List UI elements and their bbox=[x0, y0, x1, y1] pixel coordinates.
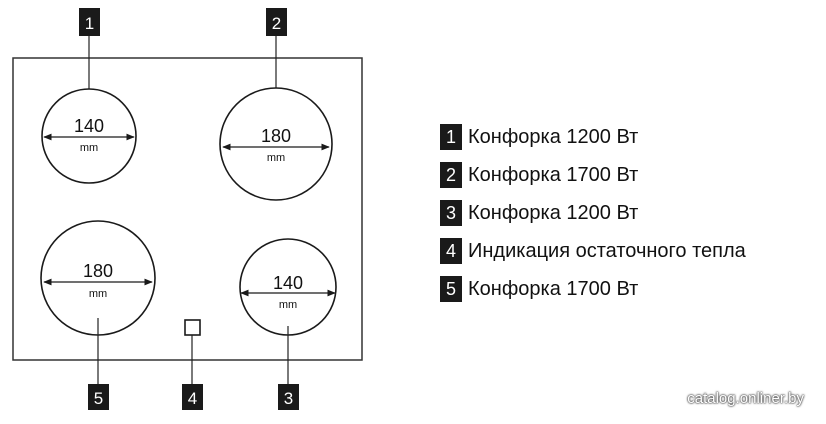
legend-number: 3 bbox=[440, 200, 462, 226]
legend-text: Конфорка 1700 Вт bbox=[468, 163, 639, 186]
legend: 1 Конфорка 1200 Вт 2 Конфорка 1700 Вт 3 … bbox=[440, 118, 746, 308]
zone-diameter: 180 bbox=[261, 126, 291, 146]
zone-unit: mm bbox=[267, 152, 285, 164]
cooking-zone-1: 1 140 mm bbox=[41, 8, 137, 184]
zone-unit: mm bbox=[279, 299, 297, 311]
indicator-number-label: 4 bbox=[188, 389, 197, 408]
legend-text: Конфорка 1200 Вт bbox=[468, 201, 639, 224]
zone-diameter: 180 bbox=[83, 261, 113, 281]
legend-item: 3 Конфорка 1200 Вт bbox=[440, 194, 746, 232]
cooking-zone-2: 2 180 mm bbox=[219, 8, 333, 201]
legend-item: 4 Индикация остаточного тепла bbox=[440, 232, 746, 270]
legend-item: 2 Конфорка 1700 Вт bbox=[440, 156, 746, 194]
cooking-zone-3: 140 mm 3 bbox=[239, 238, 337, 410]
cooking-zone-5: 180 mm 5 bbox=[40, 220, 156, 410]
zone-unit: mm bbox=[80, 142, 98, 154]
legend-text: Индикация остаточного тепла bbox=[468, 239, 746, 262]
zone-number-label: 2 bbox=[272, 14, 281, 33]
zone-unit: mm bbox=[89, 288, 107, 300]
residual-heat-indicator: 4 bbox=[182, 319, 203, 410]
zone-number-label: 5 bbox=[94, 389, 103, 408]
legend-number: 5 bbox=[440, 276, 462, 302]
legend-number: 4 bbox=[440, 238, 462, 264]
zone-number-label: 1 bbox=[85, 14, 94, 33]
legend-text: Конфорка 1700 Вт bbox=[468, 277, 639, 300]
zone-diameter: 140 bbox=[74, 116, 104, 136]
legend-number: 2 bbox=[440, 162, 462, 188]
legend-number: 1 bbox=[440, 124, 462, 150]
zone-diameter: 140 bbox=[273, 273, 303, 293]
legend-item: 5 Конфорка 1700 Вт bbox=[440, 270, 746, 308]
hob-outline bbox=[12, 57, 363, 361]
watermark: catalog.onliner.by bbox=[687, 390, 804, 407]
zone-number-label: 3 bbox=[284, 389, 293, 408]
legend-text: Конфорка 1200 Вт bbox=[468, 125, 639, 148]
legend-item: 1 Конфорка 1200 Вт bbox=[440, 118, 746, 156]
